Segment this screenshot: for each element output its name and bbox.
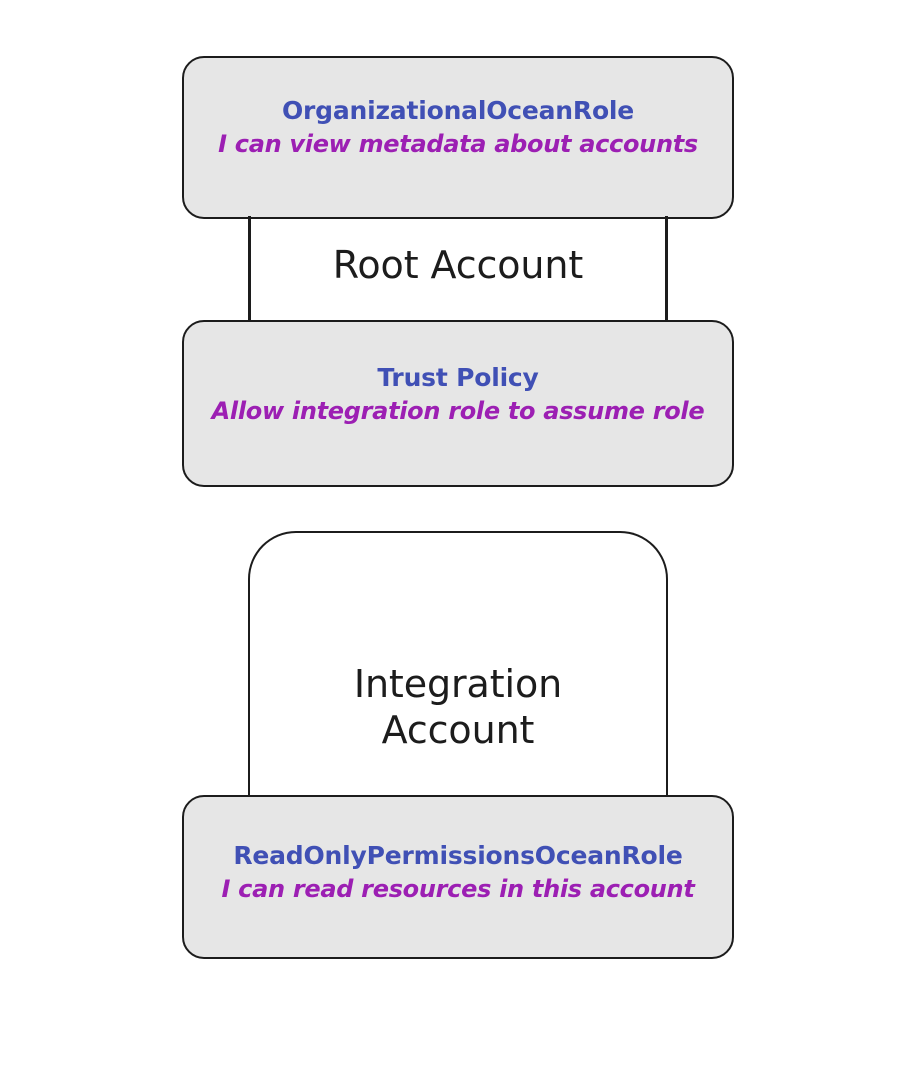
role-card-subtitle: Allow integration role to assume role xyxy=(211,396,705,425)
role-card-title: ReadOnlyPermissionsOceanRole xyxy=(233,841,683,870)
role-card-organizational-ocean-role[interactable]: OrganizationalOceanRole I can view metad… xyxy=(182,56,734,219)
account-label-integration: Integration Account xyxy=(353,662,563,753)
role-card-subtitle: I can read resources in this account xyxy=(221,874,695,903)
account-container-integration: Integration Account xyxy=(248,531,668,799)
account-container-root: Root Account xyxy=(248,216,668,324)
role-card-title: Trust Policy xyxy=(377,363,539,392)
account-label-root: Root Account xyxy=(332,243,584,287)
role-card-readonly-permissions-ocean-role[interactable]: ReadOnlyPermissionsOceanRole I can read … xyxy=(182,795,734,959)
role-card-trust-policy[interactable]: Trust Policy Allow integration role to a… xyxy=(182,320,734,487)
role-card-subtitle: I can view metadata about accounts xyxy=(218,129,698,158)
role-card-title: OrganizationalOceanRole xyxy=(281,96,635,125)
